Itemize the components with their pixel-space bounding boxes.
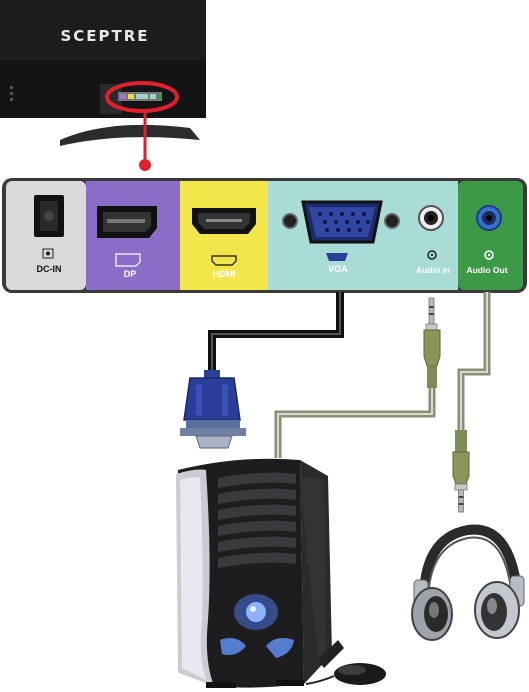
headphones <box>412 530 524 640</box>
dp-label: DP <box>124 269 137 279</box>
monitor-stand-base <box>60 125 200 146</box>
port-panel: DC-IN DP HDMI <box>2 178 527 293</box>
monitor-vents <box>10 86 13 101</box>
highlight-pointer-dot <box>139 159 151 171</box>
audio-out-cable <box>461 292 487 430</box>
vga-icon <box>326 253 348 261</box>
vga-plug <box>180 370 246 448</box>
hdmi-label: HDMI <box>213 269 236 279</box>
monitor-port-strip <box>118 92 162 101</box>
monitor-rear-view: SCEPTRE <box>0 0 206 171</box>
vga-cable <box>212 292 340 372</box>
dc-in-label: DC-IN <box>37 264 62 274</box>
vga-label: VGA <box>328 264 348 274</box>
audio-in-cable <box>278 388 432 458</box>
audio-out-label: Audio Out <box>466 265 507 275</box>
audio-out-plug <box>453 430 469 512</box>
audio-in-plug <box>424 298 440 388</box>
power-button-icon <box>245 601 267 623</box>
audio-in-label: Audio In <box>416 265 450 275</box>
monitor-brand-logo: SCEPTRE <box>60 27 149 45</box>
